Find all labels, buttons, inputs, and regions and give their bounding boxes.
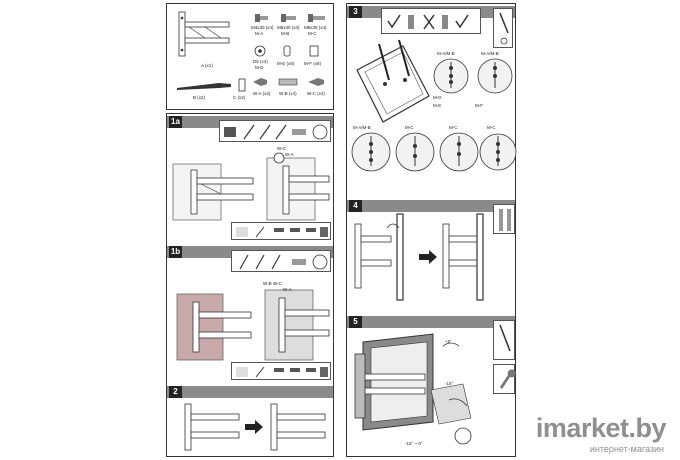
step-1a-callout-wa: W-A: [285, 152, 294, 157]
screw-detail-circle-1: [433, 58, 469, 94]
step-5-wrench-box: [493, 364, 516, 394]
screw-m5-label: M5x30 (x4): [277, 25, 300, 30]
anchor-b-label: W-B (x4): [279, 91, 297, 96]
screw-detail-circle-3: [351, 132, 391, 172]
step-1b-callout-wa: W-A: [283, 287, 292, 292]
circle-2-label: M-A/M-B: [481, 51, 499, 56]
circle-1-label: M-A/M-B: [437, 51, 455, 56]
spacer-f-drawing: [309, 45, 319, 57]
part-b-label: B (x2): [193, 95, 206, 100]
screw-detail-circle-5: [439, 132, 479, 172]
screw-m6-label: M6x30 (x4): [304, 25, 327, 30]
step-4-side-box: [493, 204, 515, 234]
clip-c-drawing: [238, 78, 246, 92]
tool-icons-1b: [239, 254, 328, 270]
circle-3-label: M-A/M-B: [353, 125, 371, 130]
step-4-header: [347, 200, 515, 212]
screw-detail-circle-2: [477, 58, 513, 94]
parts-panel: A (x1) B (x2) C (x2) M4x30 (x4) M-A M5x3…: [166, 3, 334, 110]
check-icons: [236, 226, 328, 238]
step-1b-callout-wc: W-C: [273, 281, 282, 286]
screw-m6-drawing: [308, 14, 325, 22]
part-a-label: A (x1): [201, 63, 213, 68]
step-4-hang-drawing: [354, 213, 484, 301]
steps-right-panel: 3 M-A/M-B M-A/M-B M-: [346, 3, 517, 457]
anchor-c-label: W-C (x4): [307, 91, 325, 96]
screw-m4-label: M4x30 (x4): [251, 25, 274, 30]
wrench-icon: [500, 369, 516, 389]
step-1b-checks: [231, 362, 331, 380]
step-2-arm-drawing: [184, 403, 326, 451]
watermark-subtitle: интернет-магазин: [589, 444, 664, 454]
circle-5-label: M-C: [449, 125, 458, 130]
screw-m5-code: M-B: [281, 31, 290, 36]
bracket-clip-icon: [499, 209, 511, 231]
step-1a-callout-wc: W-C: [277, 146, 286, 151]
swivel-label: -15° ~ 0°: [405, 441, 423, 446]
spacer-e-label: M-E (x8): [277, 61, 295, 66]
step-3-check-icons: [387, 14, 469, 30]
washer-drawing: [254, 45, 266, 57]
anchor-a-drawing: [253, 78, 267, 86]
washer-code: M-D: [255, 65, 264, 70]
step-1a-toolstrip: [219, 120, 331, 142]
step-1b-callout-wb: W-B: [263, 281, 272, 286]
step-5-tool-box: [493, 320, 515, 360]
screw-m6-code: M-C: [308, 31, 317, 36]
wall-plate-drawing: [178, 11, 230, 57]
step-5-badge: 5: [349, 316, 362, 328]
part-c-label: C (x2): [233, 95, 246, 100]
screwdriver-icon-5: [499, 324, 511, 352]
bracket-b-drawing: [177, 83, 231, 90]
circle-6-label: M-C: [487, 125, 496, 130]
washer-label: D5 (x4): [253, 59, 268, 64]
watermark-brand: imarket.by: [535, 413, 667, 443]
screw-detail-circle-4: [395, 132, 435, 172]
screw-m4-code: M-A: [255, 31, 264, 36]
step-1b-toolstrip: [231, 250, 331, 272]
step-2-badge: 2: [169, 386, 182, 398]
layer-f-label: M-F: [475, 103, 483, 108]
screw-detail-circle-6: [479, 133, 517, 171]
step-1a-badge: 1a: [169, 116, 182, 128]
circle-4-label: M-C: [405, 125, 414, 130]
step-1a-wall-drawing: [172, 152, 330, 221]
spacer-f-label: M-F (x8): [304, 61, 321, 66]
step-1b-badge: 1b: [169, 246, 182, 258]
step-3-tool-box: [493, 8, 513, 48]
step-2-header: [167, 386, 333, 398]
tilt-down-label: -15°: [445, 381, 454, 386]
screw-m5-drawing: [281, 14, 296, 22]
step-3-badge: 3: [349, 6, 362, 18]
tilt-up-label: +5°: [445, 339, 452, 344]
step-1a-checks: [231, 222, 331, 240]
layer-e-label: M-E: [433, 103, 442, 108]
step-1b-wall-drawing: [176, 289, 330, 361]
step-3-checkstrip: [381, 8, 481, 34]
step-5-tv-drawing: [354, 333, 472, 445]
anchor-c-drawing: [308, 78, 324, 86]
anchor-b-drawing: [278, 78, 298, 86]
screw-m4-drawing: [255, 14, 268, 22]
step-4-badge: 4: [349, 200, 362, 212]
check-icons-1b: [236, 366, 328, 378]
tool-icons: [224, 124, 328, 140]
layer-d-label: M-D: [433, 95, 442, 100]
steps-left-panel: 1a W-C W-A 1b: [166, 113, 334, 457]
screwdriver-icon: [499, 12, 509, 45]
step-5-header: [347, 316, 515, 328]
spacer-e-drawing: [283, 45, 291, 57]
anchor-a-label: W-A (x4): [253, 91, 271, 96]
step-3-tv-drawing: [356, 39, 430, 123]
